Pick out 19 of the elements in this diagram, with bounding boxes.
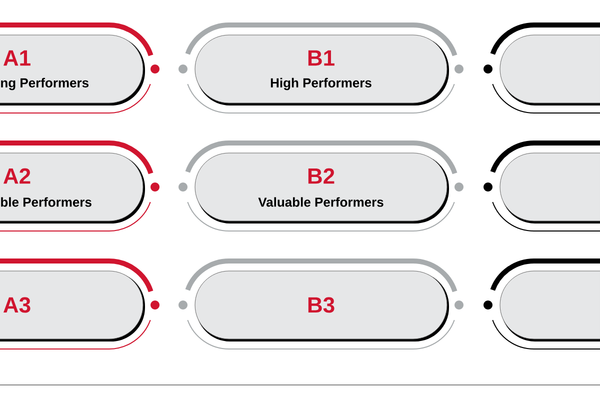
pill-box	[194, 270, 449, 342]
pill-box	[500, 152, 600, 224]
pill-box	[194, 34, 449, 106]
box-title: B2	[308, 168, 334, 184]
box-title: B1	[308, 50, 334, 66]
pill-box	[0, 152, 145, 224]
pill-box	[0, 34, 145, 106]
pill-box	[500, 270, 600, 342]
box-subtitle: ble Performers	[1, 197, 92, 207]
box-title: A3	[4, 297, 30, 313]
box-subtitle: Valuable Performers	[258, 197, 384, 207]
box-subtitle: High Performers	[270, 78, 372, 90]
pill-box	[500, 34, 600, 106]
pill-box	[0, 270, 145, 342]
box-title: B3	[308, 297, 334, 313]
box-title: A2	[4, 168, 30, 184]
box-subtitle: ng Performers	[1, 78, 89, 90]
box-title: A1	[4, 50, 30, 66]
pill-box	[194, 152, 449, 224]
